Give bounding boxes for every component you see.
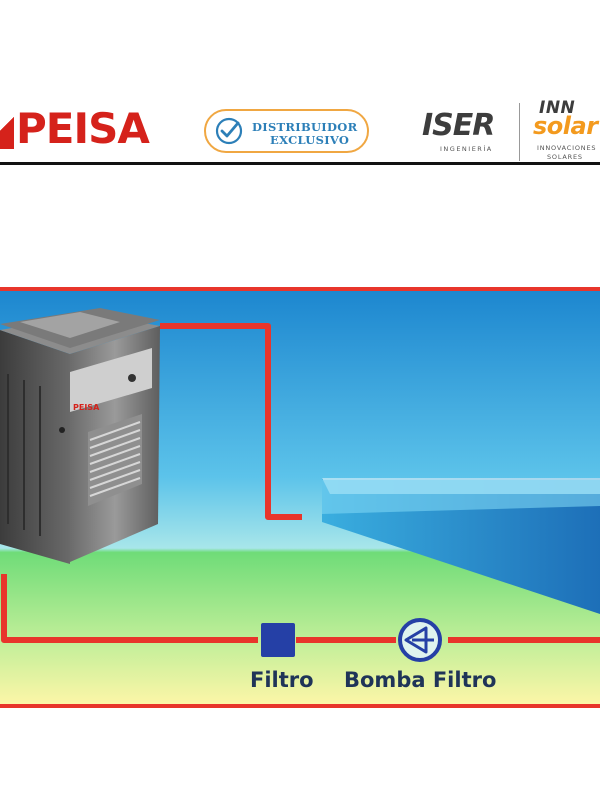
check-circle-icon: [215, 117, 243, 145]
bottom-border-line: [0, 704, 600, 708]
innsolar-subtitle-1: INNOVACIONES: [537, 144, 597, 152]
innsolar-main-text: solar: [533, 112, 598, 140]
iser-logo: ISER INGENIERÍA: [422, 108, 512, 158]
badge-line-1: DISTRIBUIDOR: [252, 120, 358, 134]
logo-separator: [519, 103, 520, 161]
hot-water-pipe: [160, 323, 302, 520]
peisa-mark-icon: [0, 109, 14, 149]
pool-water-surface: [322, 480, 600, 514]
innsolar-top-text: INN: [539, 98, 576, 118]
iser-subtitle: INGENIERÍA: [440, 145, 493, 153]
filter-label: Filtro: [250, 668, 314, 692]
pool-heating-diagram: PEISA Filtro Bomba Filtro: [0, 284, 600, 710]
pump-label: Bomba Filtro: [344, 668, 497, 692]
heater-brand-label: PEISA: [73, 403, 100, 412]
header-divider: [0, 162, 600, 165]
iser-brand-text: ISER: [422, 108, 495, 143]
pump-icon: [398, 618, 442, 662]
peisa-logo: PEISA: [0, 104, 150, 154]
innsolar-logo: INN solar INNOVACIONES SOLARES: [533, 98, 600, 168]
badge-line-2: EXCLUSIVO: [270, 133, 350, 147]
return-pipe-left: [1, 574, 258, 643]
innsolar-subtitle-2: SOLARES: [547, 153, 583, 161]
diagram-canvas: PEISA: [0, 287, 600, 708]
header-banner: PEISA DISTRIBUIDOR EXCLUSIVO ISER INGENI…: [0, 0, 600, 168]
filter-icon: [261, 623, 295, 657]
distributor-badge: DISTRIBUIDOR EXCLUSIVO: [204, 109, 369, 153]
pool-heater-unit: [0, 308, 160, 564]
peisa-brand-text: PEISA: [16, 104, 150, 153]
top-border-line: [0, 287, 600, 291]
